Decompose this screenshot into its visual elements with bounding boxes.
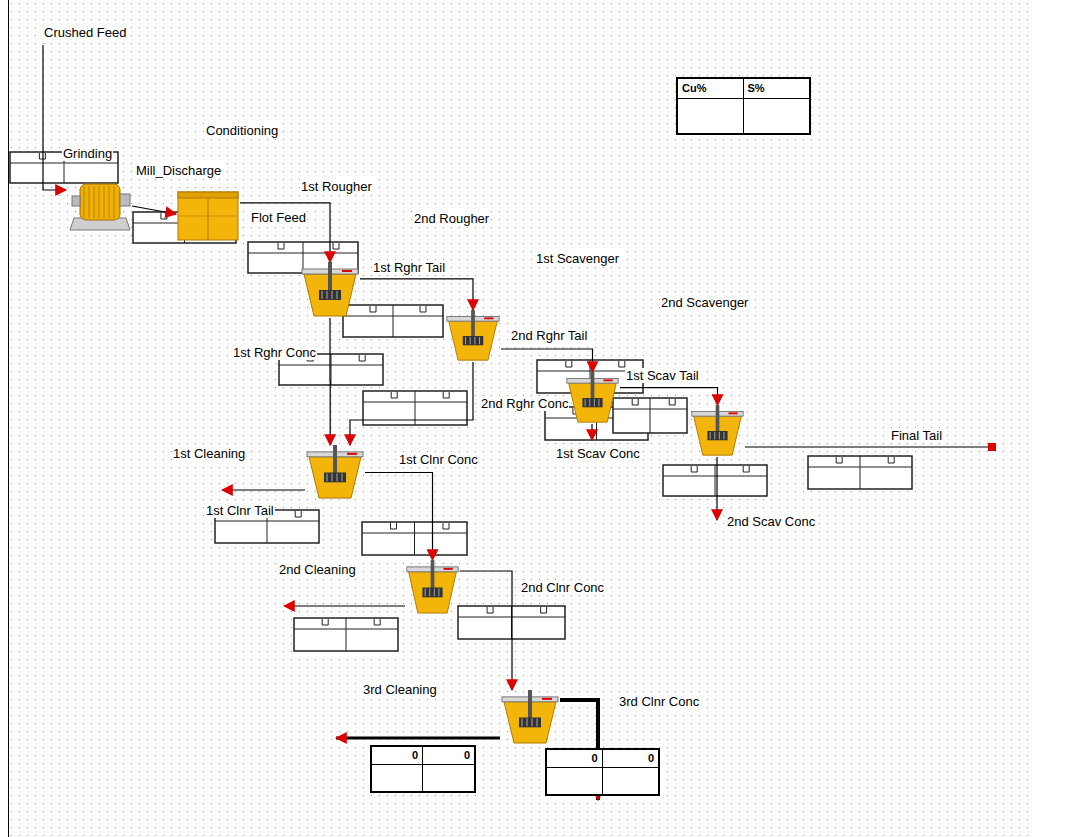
column-header: S% — [744, 79, 810, 98]
table-body — [372, 765, 423, 791]
tail-line — [336, 737, 500, 740]
stream-connector — [350, 362, 473, 445]
table-value: 0 — [603, 750, 659, 767]
unit-label: 3rd Cleaning — [362, 682, 438, 697]
cond-icon — [176, 186, 240, 242]
unit-label: Grinding — [62, 146, 113, 161]
stream-connector — [240, 203, 330, 262]
flotation-cell: 3rd Cleaning — [500, 690, 560, 745]
table-value: 0 — [372, 747, 422, 764]
concentrate-line — [591, 424, 592, 440]
stream-connector — [132, 206, 176, 214]
flotation-cell: 2nd Cleaning — [405, 560, 460, 615]
flotation-cell: 1st Rougher — [300, 262, 360, 318]
stream-label: 2nd Rghr Tail — [510, 328, 588, 343]
stream-table — [663, 465, 767, 496]
dot-grid — [10, 0, 1030, 837]
cell-icon — [300, 262, 360, 318]
tail-line — [222, 489, 305, 490]
flotation-cell: 2nd Scavenger — [690, 405, 745, 457]
stream-connector — [620, 388, 718, 405]
table-body — [744, 99, 810, 133]
grinding-mill: Grinding — [68, 178, 132, 234]
table-cell: S% — [744, 79, 810, 99]
cell-icon — [500, 690, 560, 745]
table-cell: 0 — [547, 750, 603, 768]
table-value: 0 — [547, 750, 602, 767]
flotation-cell: 2nd Rougher — [445, 310, 501, 362]
unit-label: 1st Scavenger — [535, 251, 620, 266]
stream-label: 1st Rghr Tail — [372, 260, 446, 275]
mill-icon — [68, 178, 132, 234]
flotation-cell: 1st Scavenger — [565, 372, 620, 424]
unit-label: 2nd Rougher — [413, 211, 490, 226]
stream-label: 3rd Clnr Conc — [618, 694, 700, 709]
stream-table — [613, 398, 687, 433]
cell-icon — [690, 405, 745, 457]
cell-icon — [565, 372, 620, 424]
stream-label: 1st Clnr Conc — [398, 452, 479, 467]
cell-icon — [405, 560, 460, 615]
stream-table — [248, 242, 358, 273]
stream-connector — [360, 279, 473, 310]
tail-terminal — [988, 443, 996, 451]
stream-table — [362, 522, 467, 555]
canvas-border — [8, 0, 9, 837]
table-body — [547, 768, 603, 794]
stream-label: Mill_Discharge — [135, 163, 222, 178]
stream-connector — [501, 349, 593, 372]
stream-label: 1st Scav Conc — [555, 446, 641, 461]
flotation-cell: 1st Cleaning — [305, 445, 365, 500]
table-cell: 0 — [372, 747, 423, 765]
tail-line — [284, 605, 405, 606]
final-tail-line — [745, 446, 988, 447]
stream-label: 1st Scav Tail — [625, 368, 700, 383]
stream-connector — [460, 571, 512, 690]
unit-label: 1st Rougher — [300, 179, 373, 194]
table-cell: 0 — [423, 747, 474, 765]
cell-icon — [445, 310, 501, 362]
table-body — [423, 765, 474, 791]
cell-icon — [305, 445, 365, 500]
unit-label: Conditioning — [205, 123, 279, 138]
data-table: 00 — [545, 748, 660, 796]
stream-label: Crushed Feed — [43, 25, 127, 40]
stream-label: 2nd Rghr Conc — [480, 396, 569, 411]
unit-label: 2nd Scavenger — [660, 295, 749, 310]
stream-table — [808, 456, 912, 489]
stream-label: Final Tail — [890, 428, 943, 443]
concentrate-line — [716, 457, 717, 520]
stream-label: 1st Rghr Conc — [232, 345, 317, 360]
stream-connector — [329, 318, 330, 445]
feed-line — [43, 45, 66, 190]
table-cell: 0 — [603, 750, 659, 768]
stream-label: 2nd Scav Conc — [726, 514, 816, 529]
stream-table — [343, 305, 443, 337]
data-table: 00 — [370, 745, 476, 793]
conditioning-tank: Conditioning — [176, 186, 240, 242]
table-body — [678, 99, 744, 133]
unit-label: 2nd Cleaning — [278, 562, 357, 577]
stream-label: Flot Feed — [250, 210, 307, 225]
table-cell: Cu% — [678, 79, 744, 99]
table-value: 0 — [423, 747, 474, 764]
stream-connector — [365, 473, 433, 561]
column-header: Cu% — [678, 79, 743, 98]
stream-label: 2nd Clnr Conc — [520, 580, 605, 595]
stream-label: 1st Clnr Tail — [205, 503, 275, 518]
table-body — [603, 768, 659, 794]
unit-label: 1st Cleaning — [172, 446, 246, 461]
data-table: Cu%S% — [676, 77, 811, 135]
stream-table — [294, 618, 398, 651]
